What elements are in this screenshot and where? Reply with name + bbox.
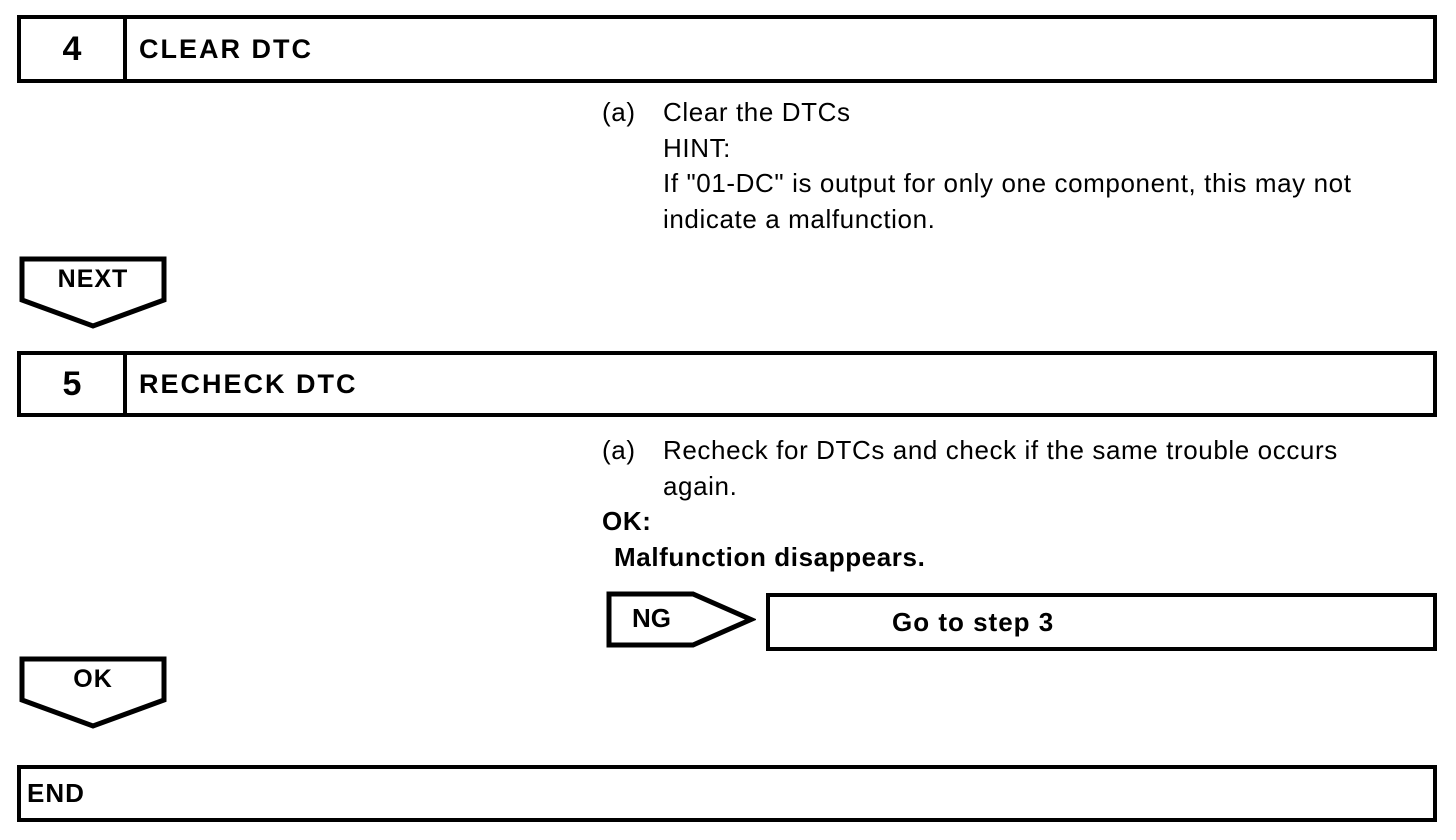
ok-connector: OK (19, 656, 167, 730)
list-marker: (a) (602, 97, 636, 127)
ok-criteria-label: OK: (602, 506, 652, 536)
down-pentagon-arrow-icon (19, 256, 167, 329)
step-4-title: CLEAR DTC (139, 33, 313, 64)
end-label: END (27, 778, 85, 808)
ng-branch-arrow: NG (606, 591, 756, 649)
step-4-instructions: (a) Clear the DTCs HINT: If "01-DC" is o… (602, 95, 1452, 237)
step-4-number: 4 (21, 19, 127, 79)
step-5-number: 5 (21, 355, 127, 413)
ng-action-text: Go to step 3 (892, 606, 1055, 637)
hint-text-line: indicate a malfunction. (663, 203, 936, 234)
step-5-title: RECHECK DTC (139, 368, 358, 399)
next-connector-label: NEXT (57, 264, 129, 293)
end-box: END (17, 765, 1437, 822)
ng-branch-label: NG (632, 602, 671, 633)
hint-text-line: If "01-DC" is output for only one compon… (663, 168, 1352, 198)
down-pentagon-arrow-icon (19, 656, 167, 729)
list-marker: (a) (602, 435, 636, 465)
step-4-header: 4 CLEAR DTC (17, 15, 1437, 83)
step-5-instructions: (a) Recheck for DTCs and check if the sa… (602, 433, 1452, 575)
instruction-text: Clear the DTCs (663, 97, 851, 127)
ok-connector-label: OK (73, 664, 113, 693)
right-pentagon-arrow-icon (606, 591, 756, 648)
ng-action-box: Go to step 3 (766, 593, 1437, 651)
instruction-text: Recheck for DTCs and check if the same t… (663, 435, 1338, 465)
step-5-header: 5 RECHECK DTC (17, 351, 1437, 417)
hint-label: HINT: (663, 132, 731, 163)
ok-criteria-text: Malfunction disappears. (614, 541, 926, 572)
instruction-line: (a) Recheck for DTCs and check if the sa… (602, 433, 1452, 469)
instruction-text-continued: again. (663, 470, 738, 501)
next-connector: NEXT (19, 256, 167, 330)
instruction-line: (a) Clear the DTCs (602, 95, 1452, 131)
